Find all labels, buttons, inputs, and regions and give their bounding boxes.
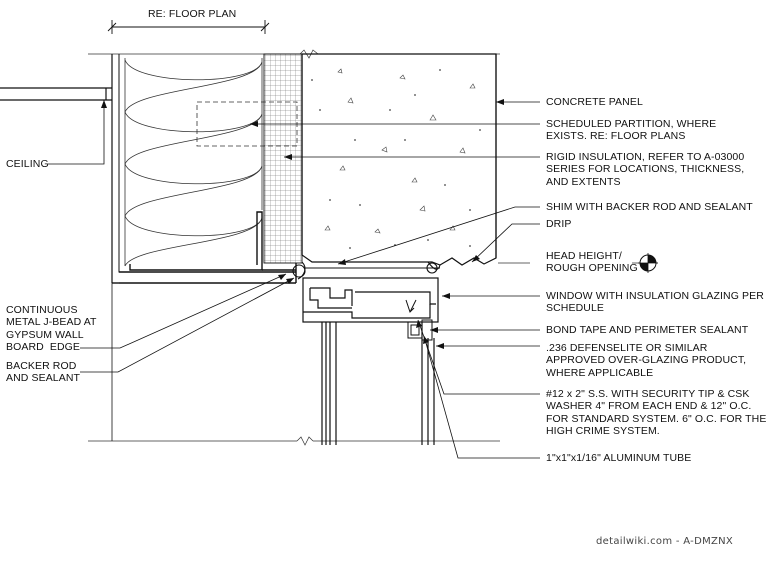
label-drip: DRIP xyxy=(546,218,572,230)
label-shim: SHIM WITH BACKER ROD AND SEALANT xyxy=(546,201,753,213)
label-window: WINDOW WITH INSULATION GLAZING PER SCHED… xyxy=(546,290,764,315)
label-screw: #12 x 2" S.S. WITH SECURITY TIP & CSK WA… xyxy=(546,388,766,438)
ceiling xyxy=(0,87,112,101)
rigid-insulation xyxy=(263,53,303,264)
label-ceiling: CEILING xyxy=(6,158,49,170)
label-concrete-panel: CONCRETE PANEL xyxy=(546,96,643,108)
label-re-floor-plan: RE: FLOOR PLAN xyxy=(148,8,237,20)
watermark: detailwiki.com - A-DMZNX xyxy=(596,536,734,547)
label-aluminum-tube: 1"x1"x1/16" ALUMINUM TUBE xyxy=(546,452,692,464)
batt-insulation xyxy=(124,58,263,267)
label-defenselite: .236 DEFENSELITE OR SIMILAR APPROVED OVE… xyxy=(546,342,747,379)
aluminum-tube xyxy=(405,299,433,341)
backer-rod-sealant xyxy=(292,261,441,280)
floor-plan-dimension xyxy=(107,20,270,34)
label-j-bead: CONTINUOUS METAL J-BEAD AT GYPSUM WALL B… xyxy=(6,304,97,354)
leader-lines xyxy=(48,100,540,459)
wall-edges xyxy=(111,54,497,441)
concrete-panel xyxy=(301,53,497,266)
label-bond-tape: BOND TAPE AND PERIMETER SEALANT xyxy=(546,324,749,336)
label-rigid-insulation: RIGID INSULATION, REFER TO A-03000 SERIE… xyxy=(546,151,745,188)
label-backer-rod: BACKER ROD AND SEALANT xyxy=(6,360,81,385)
head-height-symbol xyxy=(638,253,658,273)
leader-arrows xyxy=(101,99,504,349)
label-head-height: HEAD HEIGHT/ ROUGH OPENING xyxy=(546,250,638,275)
label-scheduled-partition: SCHEDULED PARTITION, WHERE EXISTS. RE: F… xyxy=(546,118,717,143)
window-frame xyxy=(302,277,439,445)
